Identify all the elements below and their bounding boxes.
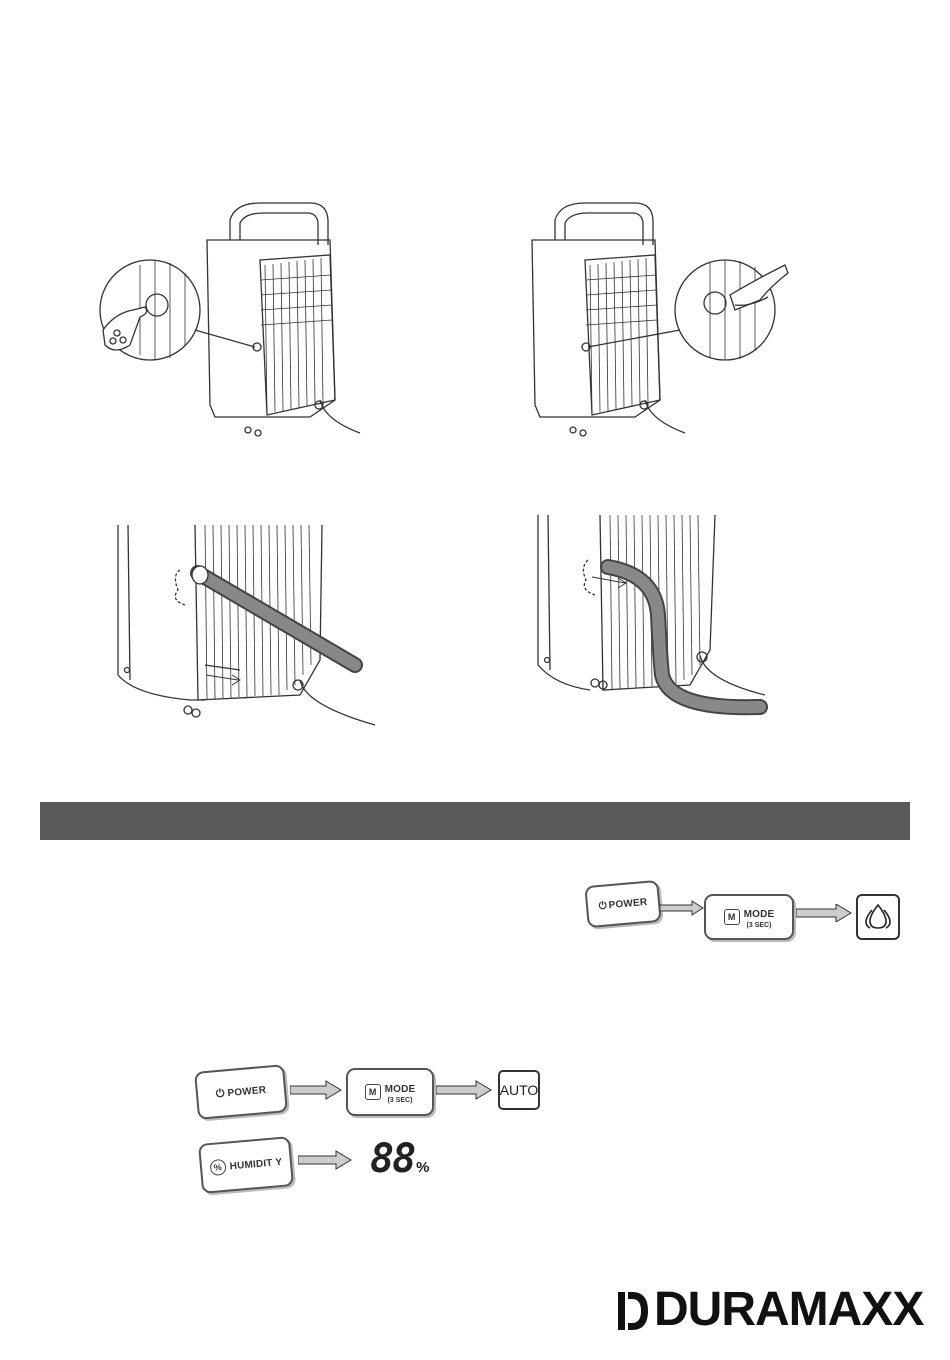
brand-name: DURAMAXX: [654, 1288, 923, 1332]
mode-key-sub: (3 SEC): [385, 1097, 416, 1105]
humidity-glyph: %: [209, 1159, 226, 1176]
water-drops-icon: [862, 901, 894, 933]
humidity-display: 88 %: [370, 1140, 430, 1178]
dry-mode-indicator: [856, 894, 900, 940]
mode-glyph: M: [724, 909, 740, 925]
humidity-key-label: HUMIDIT Y: [229, 1156, 282, 1172]
mode-key-1: M MODE (3 SEC): [704, 894, 794, 940]
power-key-label: POWER: [608, 896, 648, 910]
mode-glyph: M: [365, 1084, 381, 1100]
mode-key-sub: (3 SEC): [744, 922, 775, 930]
arrow-mode-to-dry: [796, 904, 852, 922]
section-header-bar: [40, 802, 910, 840]
arrow-power-to-mode-2: [290, 1080, 342, 1100]
humidity-key: % HUMIDIT Y: [198, 1136, 294, 1194]
display-unit: %: [416, 1159, 429, 1176]
mode-key-label: MODE: [385, 1084, 416, 1095]
arrow-humidity-to-display: [298, 1150, 352, 1170]
auto-indicator: AUTO: [498, 1070, 540, 1110]
power-icon: ⏻: [598, 900, 607, 912]
display-digits: 88: [370, 1140, 414, 1178]
brand-logo: DURAMAXX: [618, 1288, 923, 1332]
logo-mark-icon: [618, 1290, 650, 1330]
arrow-power-to-mode-1: [660, 900, 704, 916]
arrow-mode-to-auto: [436, 1080, 492, 1100]
figure-remove-drain-plug: [95, 195, 365, 440]
figure-route-hose: [530, 515, 770, 725]
mode-key-label: MODE: [744, 909, 775, 920]
power-icon: ⏻: [215, 1087, 225, 1101]
power-key-2: ⏻ POWER: [194, 1064, 288, 1120]
mode-key-2: M MODE (3 SEC): [346, 1068, 434, 1116]
power-key-1: ⏻ POWER: [584, 880, 661, 928]
figure-pull-drain-plug: [530, 195, 800, 440]
figure-attach-hose: [110, 515, 380, 730]
power-key-label: POWER: [227, 1084, 267, 1098]
